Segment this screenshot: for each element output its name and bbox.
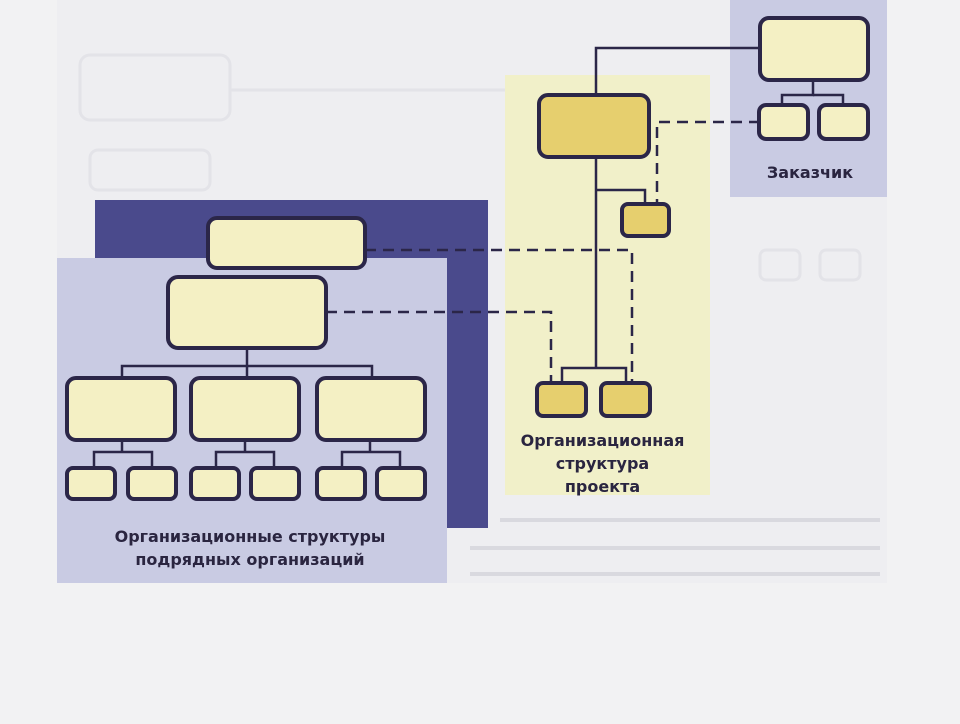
caption-artifacts xyxy=(470,518,880,576)
project-main-box xyxy=(537,93,651,159)
contractor-mid-box-2 xyxy=(189,376,301,442)
contractor-leaf-box-6 xyxy=(375,466,427,501)
contractor-leaf-box-1 xyxy=(65,466,117,501)
project-label-line1: Организационная xyxy=(520,431,685,450)
background-artifacts xyxy=(78,53,862,282)
project-small-box xyxy=(620,202,671,238)
customer-small-box-left xyxy=(757,103,810,141)
dashed-connectors xyxy=(326,120,760,383)
contractor-mid-box-1 xyxy=(65,376,177,442)
contractor-top-box xyxy=(166,275,328,350)
contractor-leaf-box-5 xyxy=(315,466,367,501)
project-bottom-box-left xyxy=(535,381,588,418)
contractors-label-line2: подрядных организаций xyxy=(135,550,365,569)
project-label-line2: структура xyxy=(555,454,650,473)
contractor-leaf-box-2 xyxy=(126,466,178,501)
project-label-line3: проекта xyxy=(564,477,641,496)
contractor-leaf-box-3 xyxy=(189,466,241,501)
solid-connectors xyxy=(92,46,845,468)
contractors-label-line1: Организационные структуры xyxy=(114,527,386,546)
project-bottom-box-right xyxy=(599,381,652,418)
contractor-leaf-box-4 xyxy=(249,466,301,501)
contractor-back-top-box xyxy=(206,216,367,270)
customer-label: Заказчик xyxy=(766,163,854,182)
customer-small-box-right xyxy=(817,103,870,141)
contractor-mid-box-3 xyxy=(315,376,427,442)
customer-top-box xyxy=(758,16,870,82)
boxes xyxy=(65,16,870,501)
